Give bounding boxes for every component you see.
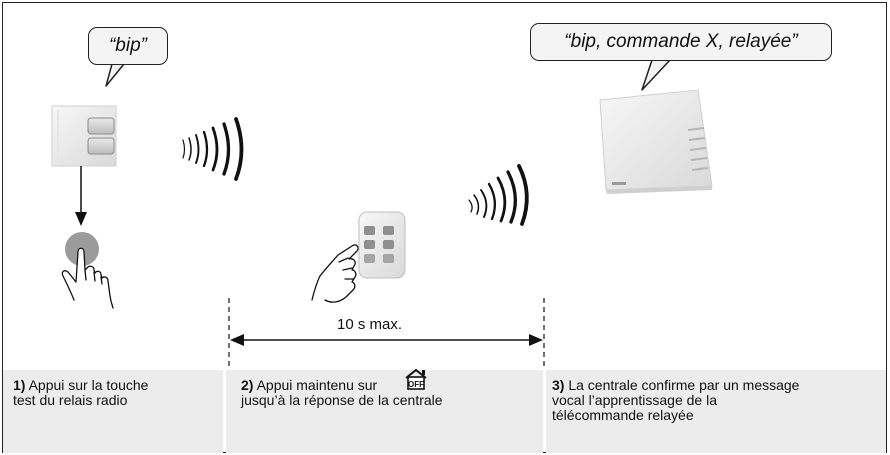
- step-1-text-1: Appui sur la touche: [28, 377, 149, 393]
- alarm-central-unit: [599, 89, 713, 194]
- step-1-number: 1): [13, 377, 26, 393]
- duration-label: 10 s max.: [337, 316, 403, 333]
- step-2-text-2: jusqu’à la réponse de la centrale: [241, 392, 443, 408]
- speech-bubble-relay: “bip”: [88, 27, 168, 65]
- bubble-tail-relay: [105, 61, 125, 87]
- step-3-text-3: télécommande relayée: [552, 407, 694, 423]
- step-2-text-1: Appui maintenu sur: [256, 377, 378, 393]
- step-3-panel: 3) La centrale confirme par un message v…: [546, 370, 886, 453]
- timing-double-arrow: [230, 334, 543, 346]
- house-off-icon-text: OFF: [408, 380, 424, 389]
- step-2-panel: 2) Appui maintenu sur OFF jusqu’à la répo…: [226, 368, 543, 453]
- step-3-number: 3): [552, 377, 565, 393]
- step-1-text-2: test du relais radio: [13, 392, 128, 408]
- radio-waves-icon-1: [182, 117, 244, 181]
- remote-control-device: [358, 211, 406, 279]
- step-3-text-1: La centrale confirme par un message: [568, 377, 800, 393]
- radio-waves-icon-2: [468, 164, 529, 226]
- step-1-panel: 1) Appui sur la touche test du relais ra…: [3, 370, 223, 453]
- step-3-text-2: vocal l’apprentissage de la: [552, 392, 717, 408]
- radio-relay-device: [51, 105, 117, 167]
- house-off-icon: OFF: [405, 368, 427, 390]
- hand-press-icon-1: [61, 247, 114, 309]
- speech-bubble-central: “bip, commande X, relayée”: [530, 23, 832, 61]
- step-2-number: 2): [241, 377, 254, 393]
- hand-press-icon-2: [311, 244, 359, 303]
- step-1-line-1: 1) Appui sur la touche: [13, 378, 223, 393]
- bubble-tail-central: [641, 57, 671, 91]
- down-arrow: [75, 166, 87, 226]
- step-3-line-1: 3) La centrale confirme par un message: [552, 378, 886, 393]
- step-2-line-1: 2) Appui maintenu sur OFF: [241, 368, 543, 393]
